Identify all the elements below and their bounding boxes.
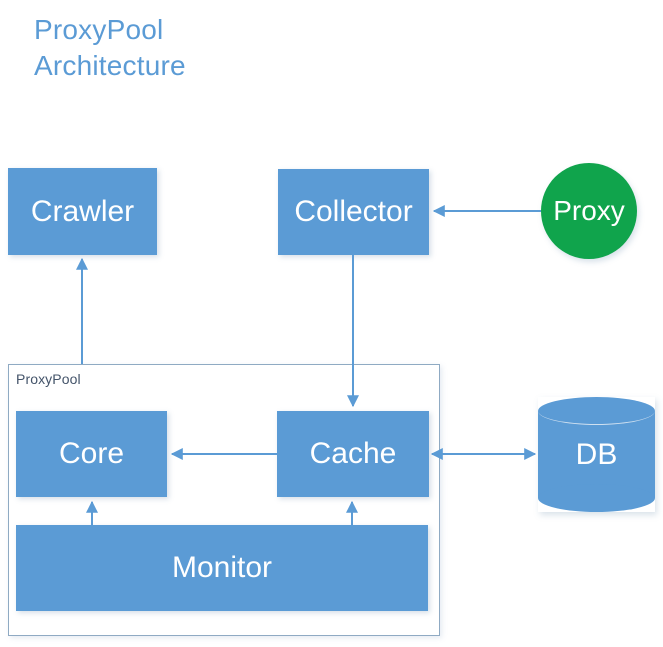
proxypool-group-label: ProxyPool <box>16 371 81 387</box>
db-cylinder-body <box>538 411 655 498</box>
page-title: ProxyPool Architecture <box>34 14 186 81</box>
node-crawler[interactable]: Crawler <box>8 168 157 255</box>
node-cache[interactable]: Cache <box>277 411 429 497</box>
node-db[interactable]: DB <box>538 397 655 512</box>
node-monitor-label: Monitor <box>171 551 273 584</box>
node-collector-label: Collector <box>294 195 413 228</box>
node-monitor[interactable]: Monitor <box>16 525 428 611</box>
node-collector[interactable]: Collector <box>278 169 429 255</box>
node-core[interactable]: Core <box>16 411 167 497</box>
node-cache-label: Cache <box>309 437 397 470</box>
node-core-label: Core <box>58 437 125 470</box>
db-cylinder-bottom-ellipse <box>538 484 655 512</box>
node-db-label: DB <box>575 437 618 471</box>
db-cylinder-top-ellipse <box>538 397 655 425</box>
node-proxy[interactable]: Proxy <box>541 163 637 259</box>
proxypool-group-container <box>8 364 440 636</box>
node-crawler-label: Crawler <box>30 194 135 228</box>
node-proxy-label: Proxy <box>553 195 625 226</box>
